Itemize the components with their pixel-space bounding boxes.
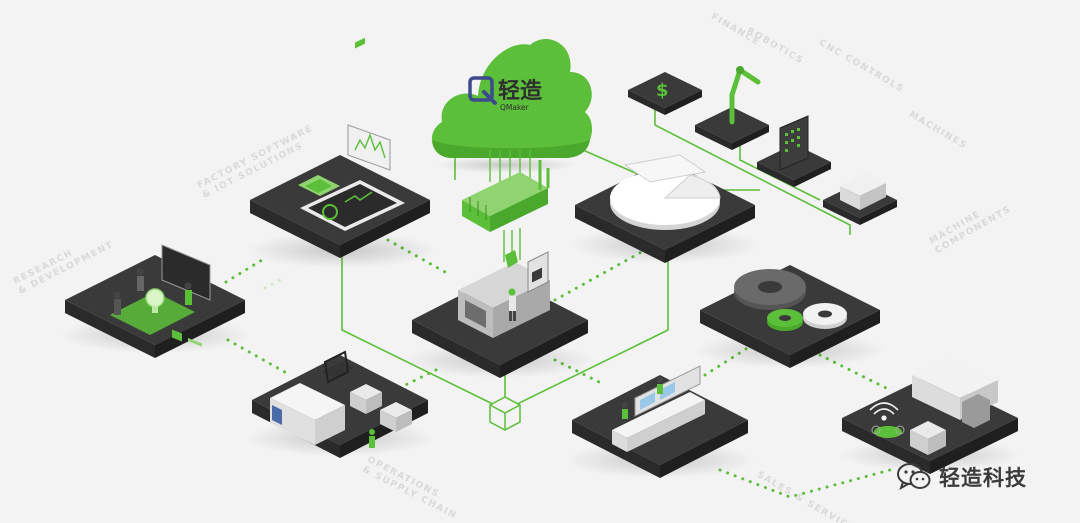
wifi-signal-icon [869, 402, 899, 421]
platform-cnc-center [405, 250, 595, 378]
cloud-hub: 轻造 QMaker [431, 39, 593, 262]
network-cube-node [489, 396, 521, 431]
pie-chart-3d [610, 154, 721, 230]
research-screen [161, 244, 211, 347]
worker-figure [369, 429, 375, 448]
service-staff [622, 377, 663, 419]
gear-white-icon [803, 303, 847, 329]
machine-tool-icon [840, 173, 886, 210]
platform-sales-service [565, 365, 755, 478]
wall-monitor [347, 124, 391, 171]
tile-machines [823, 173, 897, 225]
platform-machine-components [695, 265, 885, 368]
dotted-connector [263, 278, 282, 290]
platform-logistics-iot [840, 357, 1020, 474]
qmaker-logo: 轻造 QMaker [468, 76, 542, 112]
dollar-sign-icon: $ [656, 80, 669, 101]
operator-figure [508, 288, 516, 321]
tablet-dashboard [300, 37, 405, 231]
freight-truck [912, 357, 998, 428]
control-panel-icon [779, 115, 809, 171]
platform-factory-software [247, 37, 437, 268]
wechat-icon [897, 463, 931, 491]
gear-large-icon [734, 269, 806, 310]
connector-line [654, 105, 851, 235]
dotted-connector [818, 353, 892, 392]
holographic-board [110, 288, 195, 335]
tile-robotics [695, 66, 769, 150]
service-desk [612, 365, 705, 452]
cargo-boxes [350, 384, 412, 432]
tile-finance: $ [628, 72, 702, 115]
watermark-text: 轻造科技 [939, 466, 1027, 490]
platform-operations [245, 350, 435, 458]
logo-subtitle: QMaker [500, 103, 530, 112]
delivery-truck [270, 383, 345, 445]
cloud-shape [431, 39, 593, 158]
robot-arm-icon [729, 66, 761, 125]
dotted-connector [553, 248, 647, 302]
cloud-data-lines [489, 150, 531, 262]
cnc-machine [458, 250, 550, 338]
connector-line [504, 248, 669, 411]
connector-line [341, 255, 506, 411]
watermark: 轻造科技 [897, 460, 1027, 494]
package-box [910, 421, 946, 455]
drone [871, 425, 905, 438]
dollar-card [298, 175, 340, 196]
logo-name: 轻造 [498, 78, 542, 104]
researcher-figures [113, 268, 192, 315]
dotted-connector [224, 258, 264, 284]
tile-cnc-controls [757, 115, 831, 187]
dotted-connector [718, 468, 892, 499]
forklift [322, 350, 354, 384]
platform-research [60, 244, 250, 358]
platform-finance [570, 154, 760, 263]
dotted-connector [226, 338, 292, 377]
gear-green-icon [767, 309, 803, 331]
gateway-router [462, 160, 550, 232]
